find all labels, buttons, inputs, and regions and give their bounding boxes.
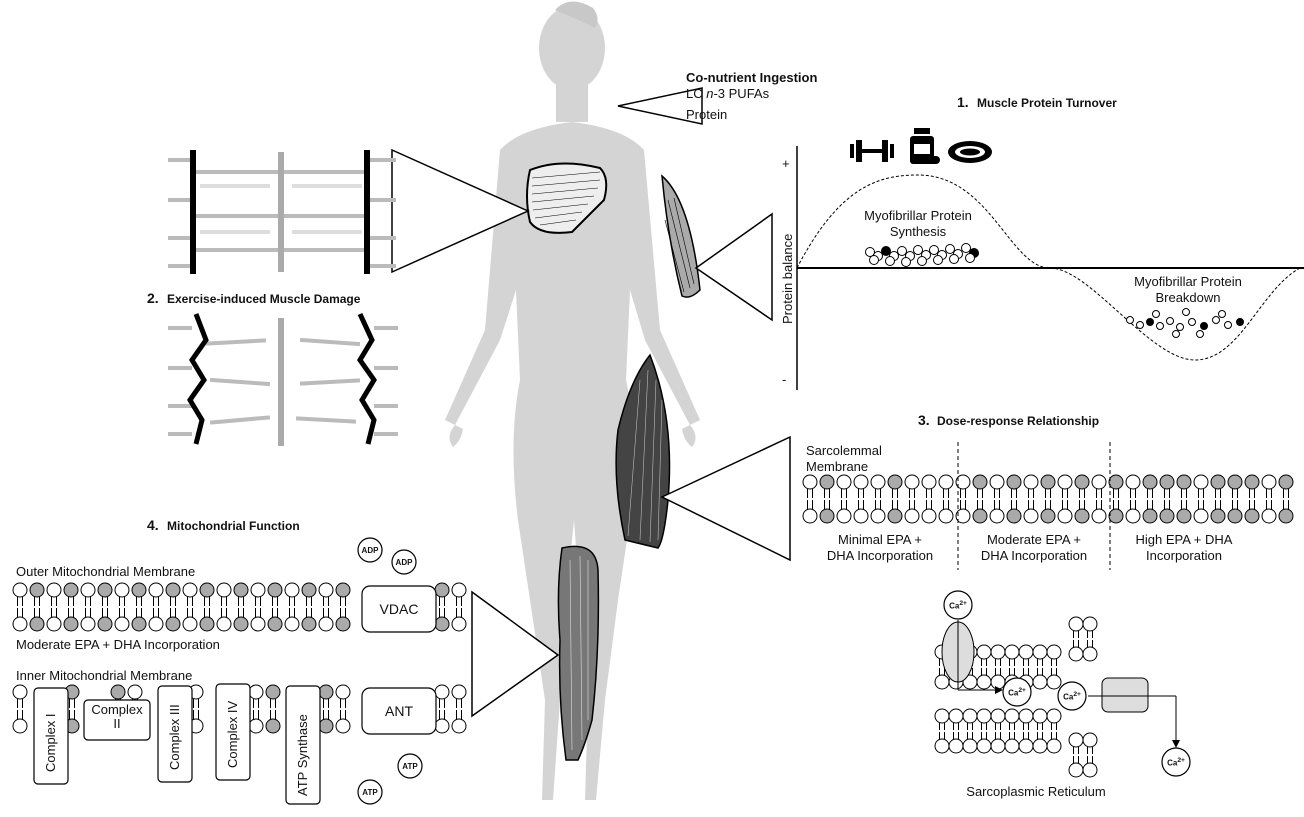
atp-label-2: ATP — [355, 788, 385, 797]
moderate-incorporation-label: Moderate EPA + DHA Incorporation — [16, 637, 220, 653]
supplement-bottle-icon — [910, 128, 940, 164]
sarcolemma-label-line1: Sarcolemmal — [806, 443, 882, 459]
y-minus-label: - — [782, 372, 786, 388]
damaged-sarcomere-illustration — [168, 314, 398, 446]
ca-ion-label-1: Ca2+ — [943, 600, 973, 611]
ca-charge: 2+ — [959, 600, 967, 607]
co-nutrient-title: Co-nutrient Ingestion — [686, 70, 817, 86]
co-nutrient-protein: Protein — [686, 107, 727, 123]
pufa-prefix: LC — [686, 86, 706, 101]
co-nutrient-pufa: LC n-3 PUFAs — [686, 86, 769, 102]
sarcolemmal-membrane-bilayer — [803, 475, 1293, 523]
panel3-number: 3. — [918, 412, 930, 428]
biceps-muscle-illustration — [662, 176, 700, 297]
moderate-label-line1: Moderate EPA + — [964, 532, 1104, 548]
synthesis-protein-chain — [866, 244, 979, 267]
ca-charge: 2+ — [1073, 691, 1081, 698]
dumbbell-icon — [850, 140, 894, 162]
high-label-line2: Incorporation — [1114, 548, 1254, 564]
complex-ii-line1: Complex — [91, 702, 142, 717]
healthy-sarcomere-illustration — [168, 150, 396, 274]
serca-pump — [1088, 678, 1180, 748]
ca-ion-label-2: Ca2+ — [1002, 687, 1032, 698]
plate-icon — [948, 141, 992, 163]
synthesis-label-line1: Myofibrillar Protein — [848, 208, 988, 224]
mito-proteins — [34, 586, 436, 804]
high-label-line1: High EPA + DHA — [1114, 532, 1254, 548]
adp-label-1: ADP — [355, 546, 385, 555]
complex-iv-label: Complex IV — [225, 701, 241, 768]
panel4-number: 4. — [147, 517, 159, 533]
complex-ii-line2: II — [113, 716, 120, 731]
ca-text: Ca — [1063, 693, 1073, 702]
ca-ion-label-3: Ca2+ — [1057, 691, 1087, 702]
inner-membrane-label: Inner Mitochondrial Membrane — [16, 668, 192, 684]
breakdown-protein-chain — [1127, 309, 1244, 338]
synthesis-label-line2: Synthesis — [848, 224, 988, 240]
outer-membrane-label: Outer Mitochondrial Membrane — [16, 564, 195, 580]
breakdown-label-line1: Myofibrillar Protein — [1118, 274, 1258, 290]
minimal-label-line2: DHA Incorporation — [810, 548, 950, 564]
complex-iii-label: Complex III — [167, 704, 183, 770]
panel3-title: Dose-response Relationship — [937, 413, 1099, 429]
vdac-label: VDAC — [362, 601, 436, 617]
sarcoplasmic-reticulum-label: Sarcoplasmic Reticulum — [956, 784, 1116, 800]
breakdown-label-line2: Breakdown — [1118, 290, 1258, 306]
adp-label-2: ADP — [389, 558, 419, 567]
atp-synthase-label: ATP Synthase — [295, 714, 311, 796]
panel4-title: Mitochondrial Function — [167, 518, 300, 534]
panel2-number: 2. — [147, 290, 159, 306]
ca-charge: 2+ — [1018, 687, 1026, 694]
ca-charge: 2+ — [1177, 757, 1185, 764]
complex-i-label: Complex I — [43, 713, 59, 772]
pufa-suffix: -3 PUFAs — [713, 86, 769, 101]
protein-balance-chart — [797, 128, 1304, 390]
ca-text: Ca — [949, 602, 959, 611]
panel1-number: 1. — [957, 94, 969, 110]
ca-text: Ca — [1008, 689, 1018, 698]
y-plus-label: + — [782, 156, 790, 172]
ca-text: Ca — [1167, 759, 1177, 768]
minimal-label-line1: Minimal EPA + — [810, 532, 950, 548]
panel1-title: Muscle Protein Turnover — [977, 95, 1117, 111]
sarcolemma-label-line2: Membrane — [806, 459, 868, 475]
y-axis-label: Protein balance — [780, 234, 796, 324]
ant-label: ANT — [362, 703, 436, 719]
moderate-label-line2: DHA Incorporation — [964, 548, 1104, 564]
atp-label-1: ATP — [395, 762, 425, 771]
panel2-title: Exercise-induced Muscle Damage — [167, 291, 360, 307]
ca-ion-label-4: Ca2+ — [1161, 757, 1191, 768]
